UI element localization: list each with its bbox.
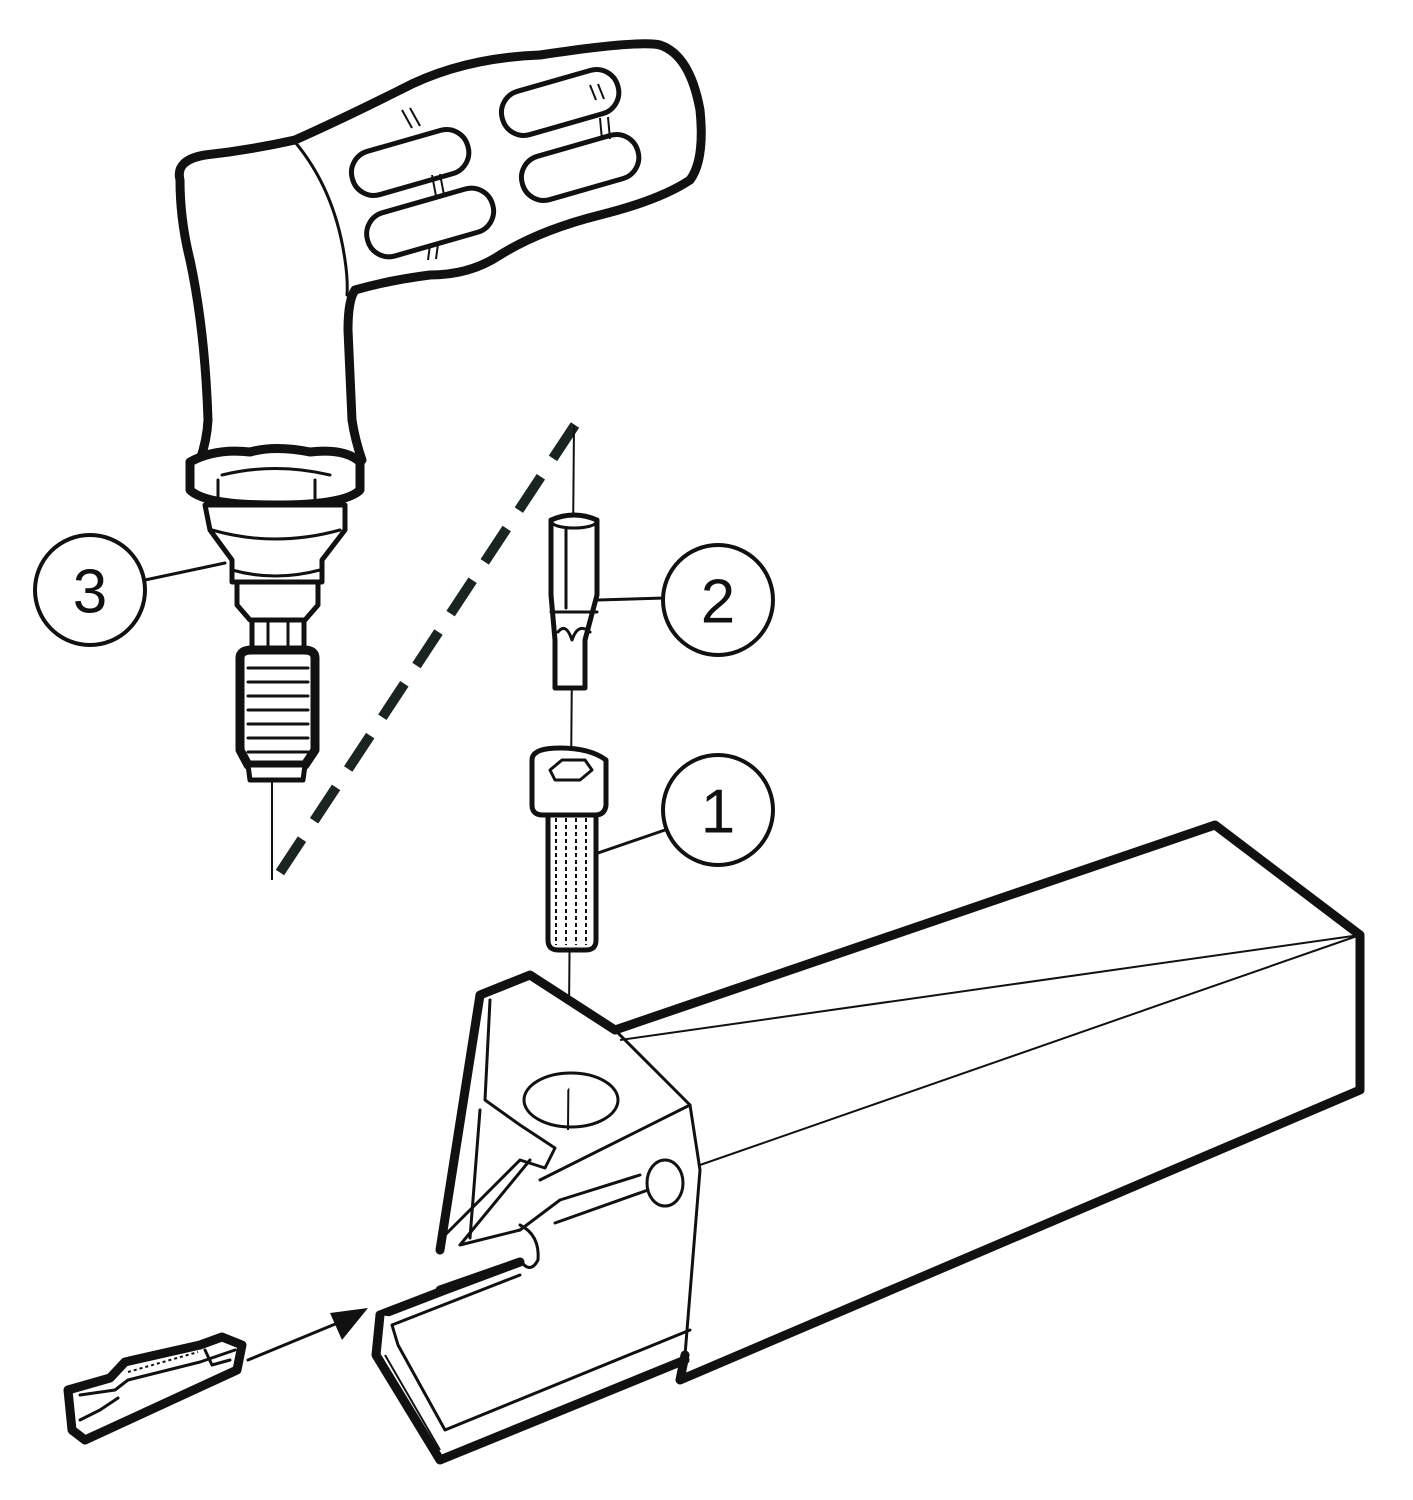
torque-wrench: [174, 39, 706, 880]
torx-bit: [548, 512, 600, 691]
insert-direction-arrow: [246, 1308, 368, 1362]
callout-3: 3: [33, 533, 147, 647]
callout-2: 2: [661, 543, 775, 657]
dashed-connector-line: [270, 422, 580, 883]
callout-2-leader: [596, 596, 667, 602]
callout-1-label: 1: [701, 778, 735, 847]
callout-3-leader: [143, 561, 227, 582]
callout-1: 1: [661, 753, 775, 867]
callout-3-label: 3: [73, 558, 107, 627]
tool-holder: [371, 820, 1365, 1465]
grooving-insert: [63, 1332, 247, 1445]
cap-screw: [529, 745, 609, 953]
callout-2-label: 2: [701, 568, 735, 637]
callout-1-leader: [596, 828, 667, 855]
screw-hole: [522, 1071, 620, 1129]
